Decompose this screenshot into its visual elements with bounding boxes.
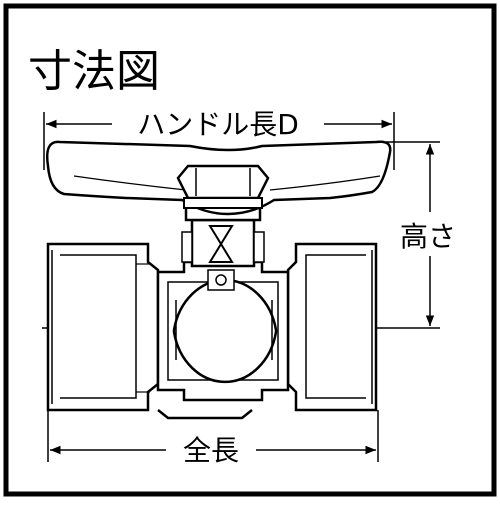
stem-indicator-top [208,225,234,246]
height-dimension: 高さ [386,141,456,326]
height-label: 高さ [400,220,456,253]
overall-length-label: 全長 [183,434,239,467]
left-thread-line [60,254,137,399]
handle [46,140,392,216]
stem-side-left [181,231,193,263]
drawing-title: 寸法図 [28,46,160,97]
handle-length-label: ハンドル長D [137,108,299,141]
hex-nut-washer [183,197,263,209]
handle-edge-left [73,175,187,191]
stem-pin [215,274,227,286]
right-thread-line [305,254,366,399]
handle-length-dimension: ハンドル長D [43,108,395,170]
ball [172,278,278,384]
left-end-connector [46,242,160,412]
stem-side-right [253,231,265,263]
stem-indicator-bottom [208,242,234,263]
valve-body [46,242,378,420]
bottom-contour [157,409,253,420]
handle-edge-right [269,175,381,191]
outer-frame [3,3,497,497]
overall-length-dimension: 全長 [47,410,379,467]
hex-nut [176,164,270,200]
right-end-connector [286,242,378,412]
